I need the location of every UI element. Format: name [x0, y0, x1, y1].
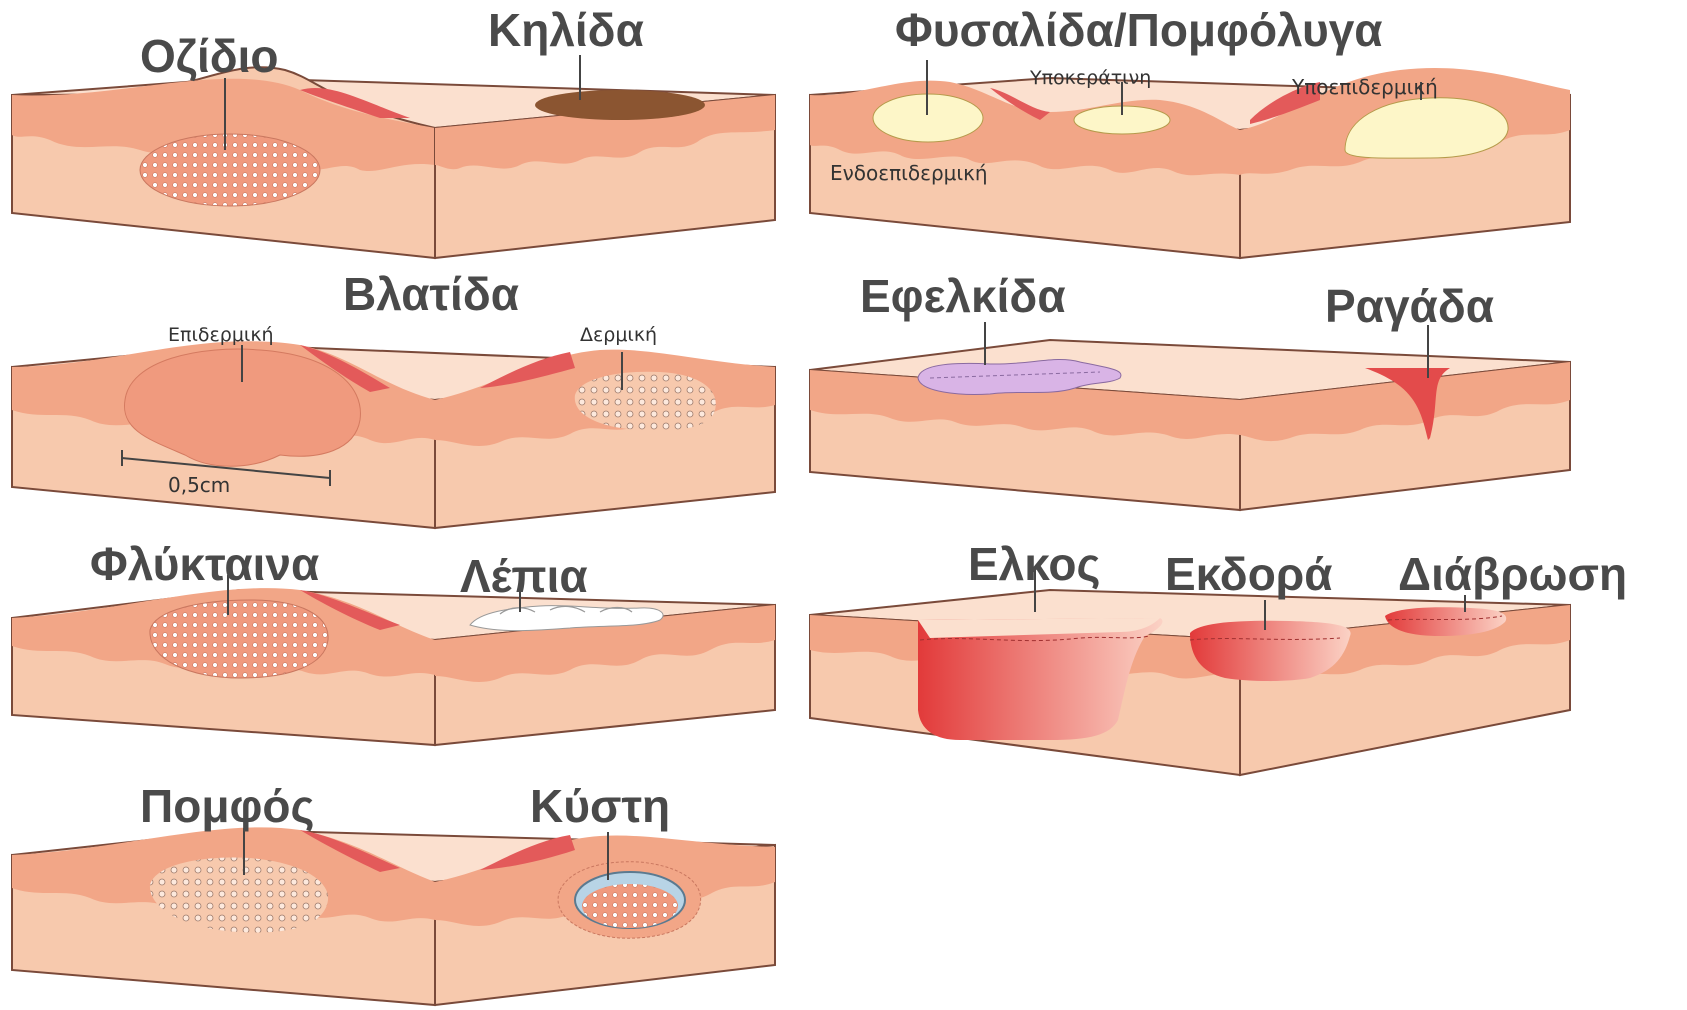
label-macule: Κηλίδα — [488, 4, 644, 56]
label-wheal: Πομφός — [140, 780, 314, 832]
panel-papule: Βλατίδα Επιδερμική Δερμική 0,5cm — [12, 268, 775, 528]
panel-vesicle-bulla: Φυσαλίδα/Πομφόλυγα Υποκεράτινη Υποεπιδερ… — [810, 4, 1570, 258]
panel-pustule-scale: Φλύκταινα Λέπια — [12, 538, 775, 745]
panel-nodule-macule: Οζίδιο Κηλίδα — [12, 4, 775, 258]
label-scales: Λέπια — [460, 550, 588, 602]
panel-wheal-cyst: Πομφός Κύστη — [12, 780, 775, 1005]
label-excoriation: Εκδορά — [1165, 548, 1333, 600]
label-vesicle-bulla: Φυσαλίδα/Πομφόλυγα — [895, 4, 1383, 56]
label-scale-bar: 0,5cm — [168, 473, 230, 497]
label-nodule: Οζίδιο — [140, 30, 279, 82]
label-crust: Εφελκίδα — [860, 270, 1066, 322]
label-intraepidermal: Ενδοεπιδερμική — [830, 161, 988, 185]
label-ulcer: Ελκος — [968, 538, 1100, 590]
label-subepidermal: Υποεπιδερμική — [1291, 75, 1438, 99]
label-erosion: Διάβρωση — [1398, 548, 1627, 600]
panel-crust-fissure: Εφελκίδα Ραγάδα — [810, 270, 1570, 510]
panel-ulcer-excoriation-erosion: Ελκος Εκδορά Διάβρωση — [810, 538, 1627, 775]
label-papule: Βλατίδα — [343, 268, 519, 320]
label-pustule: Φλύκταινα — [90, 538, 319, 590]
label-subcorneal: Υποκεράτινη — [1029, 67, 1151, 89]
label-fissure: Ραγάδα — [1325, 280, 1494, 332]
label-dermal: Δερμική — [580, 324, 657, 346]
label-cyst: Κύστη — [530, 780, 670, 832]
label-epidermal: Επιδερμική — [168, 324, 274, 346]
